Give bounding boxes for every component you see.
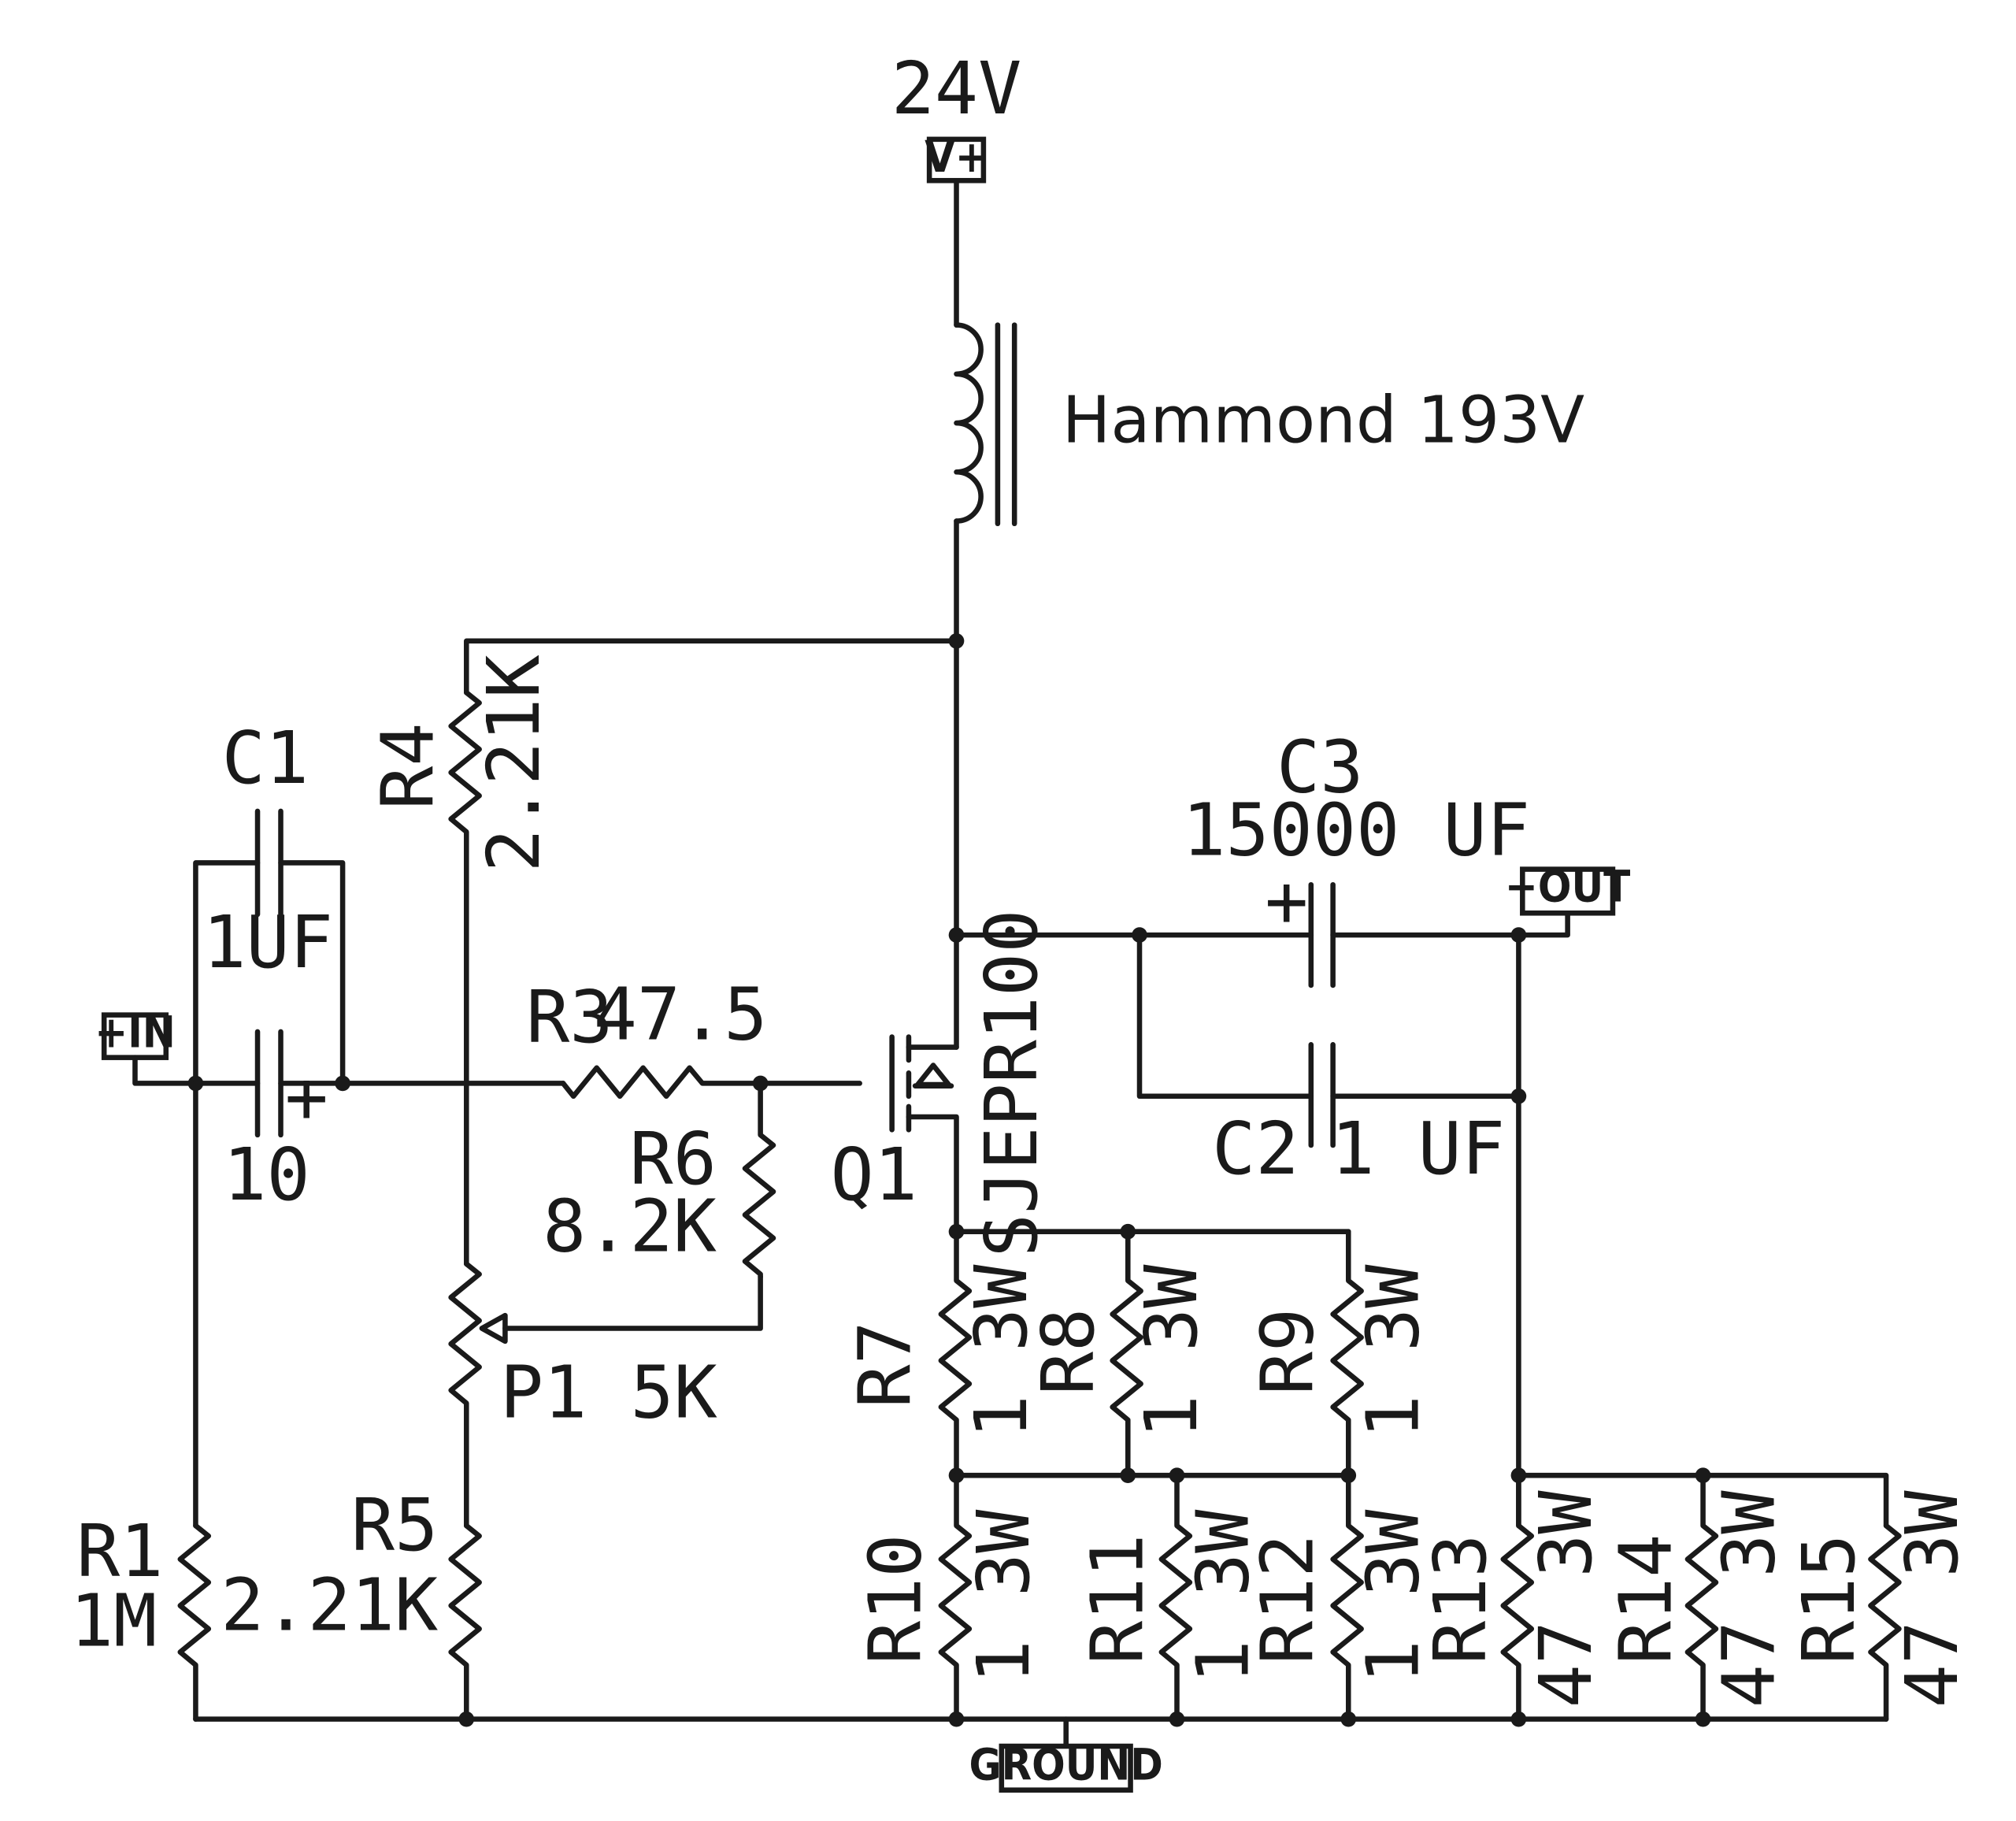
c1-wire-left — [193, 860, 261, 1086]
r6-ref: R6 — [630, 1117, 717, 1201]
r12-value: 1 3W — [1351, 1509, 1436, 1684]
c1-ref: C1 — [222, 716, 309, 800]
r4-ref: R4 — [366, 722, 450, 809]
c1-value: 1UF — [202, 900, 333, 985]
r12-ref: R12 — [1245, 1534, 1329, 1665]
r5-resistor — [448, 1522, 482, 1722]
r7-value: 1 3W — [959, 1264, 1043, 1439]
r11-value: 1 3W — [1181, 1509, 1266, 1684]
c3-value: 15000 UF — [1182, 788, 1530, 873]
output-port-label: −OUT — [1505, 862, 1630, 913]
mid-bus — [948, 1467, 1889, 1529]
junction-gnd-r10 — [948, 1711, 965, 1727]
out-bus-wire — [1516, 1472, 1889, 1529]
junction-out-c2 — [1510, 1088, 1527, 1104]
r1-value: 1M — [70, 1578, 157, 1663]
r8-resistor — [1110, 1229, 1143, 1478]
r9-resistor — [1330, 1229, 1364, 1478]
r7-resistor — [938, 1229, 973, 1478]
r7-ref: R7 — [843, 1321, 928, 1407]
r11-ref: R11 — [1075, 1534, 1159, 1665]
input-port-label: +IN — [94, 1007, 175, 1059]
r13-value: 47 3W — [1524, 1490, 1608, 1708]
transformer-label: Hammond 193V — [1062, 384, 1584, 458]
p1-label: P1 5K — [500, 1350, 717, 1434]
r9-ref: R9 — [1245, 1308, 1329, 1395]
input-section: +IN + 10 C1 1UF R1 1M — [70, 716, 566, 1722]
p1-resistor — [448, 1261, 482, 1529]
junction-mid-2 — [1120, 1467, 1136, 1484]
transformer-primary-coil — [954, 322, 984, 524]
r15-ref: R15 — [1787, 1534, 1871, 1665]
r6-resistor — [742, 1081, 776, 1280]
r5-value: 2.21K — [220, 1563, 438, 1648]
r13-resistor — [1500, 1472, 1535, 1722]
r5-ref: R5 — [351, 1483, 438, 1567]
supply-voltage-label: 24V — [891, 46, 1022, 131]
r10-value: 1 3W — [962, 1509, 1046, 1684]
junction-gnd-r5 — [458, 1711, 475, 1727]
input-port-box — [101, 1012, 169, 1060]
junction-gnd-r12 — [1340, 1711, 1357, 1727]
c2-wire-left — [1136, 932, 1314, 1100]
r8-value: 1 3W — [1129, 1264, 1214, 1439]
ground-port-box — [999, 1743, 1133, 1793]
r4-resistor — [448, 690, 482, 1267]
r3-ref: R3 — [526, 975, 613, 1059]
q1-body-diode — [915, 1063, 951, 1088]
v-plus-port-label: V+ — [925, 132, 988, 183]
r3-value: 47.5 — [594, 973, 768, 1057]
p1-wiper-arrow — [479, 1312, 508, 1344]
r10-resistor — [938, 1472, 973, 1722]
r15-value: 47 3W — [1890, 1490, 1974, 1708]
r15-resistor — [1868, 1522, 1902, 1722]
r3-resistor — [560, 1065, 862, 1100]
r14-ref: R14 — [1604, 1534, 1688, 1665]
cap-in-value: 10 — [223, 1133, 309, 1217]
q1-part: SJEPR100 — [969, 910, 1054, 1258]
r4-top-wire — [464, 638, 959, 695]
c3-ref: C3 — [1277, 725, 1363, 809]
supply-section: 24V V+ Hammond 193V — [891, 46, 1584, 1050]
r9-value: 1 3W — [1351, 1264, 1436, 1439]
r14-value: 47 3W — [1707, 1490, 1792, 1708]
r1-ref: R1 — [76, 1509, 163, 1593]
q1-ref: Q1 — [831, 1133, 917, 1217]
source-bank-upper: R7 1 3W R8 1 3W R9 1 3W — [843, 1223, 1436, 1478]
q1-transistor: Q1 SJEPR100 — [831, 910, 1054, 1258]
ground-bus: GROUND — [193, 1711, 1889, 1793]
cap-in-polarity: + — [285, 1055, 328, 1140]
c2-value: 1 UF — [1331, 1107, 1505, 1191]
source-bank-lower: R10 1 3W R11 1 3W R12 1 3W R13 47 3W R14… — [854, 1472, 1974, 1722]
output-section: + C3 15000 UF C2 1 UF −OUT — [954, 725, 1630, 1529]
r13-ref: R13 — [1418, 1534, 1503, 1665]
junction-gnd-r13 — [1510, 1711, 1527, 1727]
junction-gnd-r11 — [1169, 1711, 1185, 1727]
output-port-wire — [1516, 910, 1570, 938]
r4-value: 2.21K — [472, 655, 556, 872]
r12-resistor — [1330, 1472, 1364, 1722]
r14-resistor — [1684, 1472, 1719, 1722]
bias-section: R4 2.21K P1 5K R5 2.21K R3 47.5 R6 8.2K — [220, 638, 959, 1722]
ground-port-label: GROUND — [969, 1740, 1163, 1791]
r10-ref: R10 — [854, 1534, 938, 1665]
r6-value: 8.2K — [543, 1184, 717, 1268]
p1-wiper-wire — [502, 1274, 763, 1331]
q1-source-leg — [906, 1114, 959, 1234]
junction-gnd-r14 — [1695, 1711, 1711, 1727]
c3-polarity: + — [1265, 859, 1308, 944]
r1-resistor — [177, 1522, 212, 1722]
c2-ref: C2 — [1212, 1107, 1299, 1191]
r8-ref: R8 — [1026, 1308, 1110, 1395]
r11-resistor — [1158, 1472, 1193, 1722]
c1-wire-right — [278, 860, 346, 1086]
input-wire — [132, 1055, 261, 1086]
